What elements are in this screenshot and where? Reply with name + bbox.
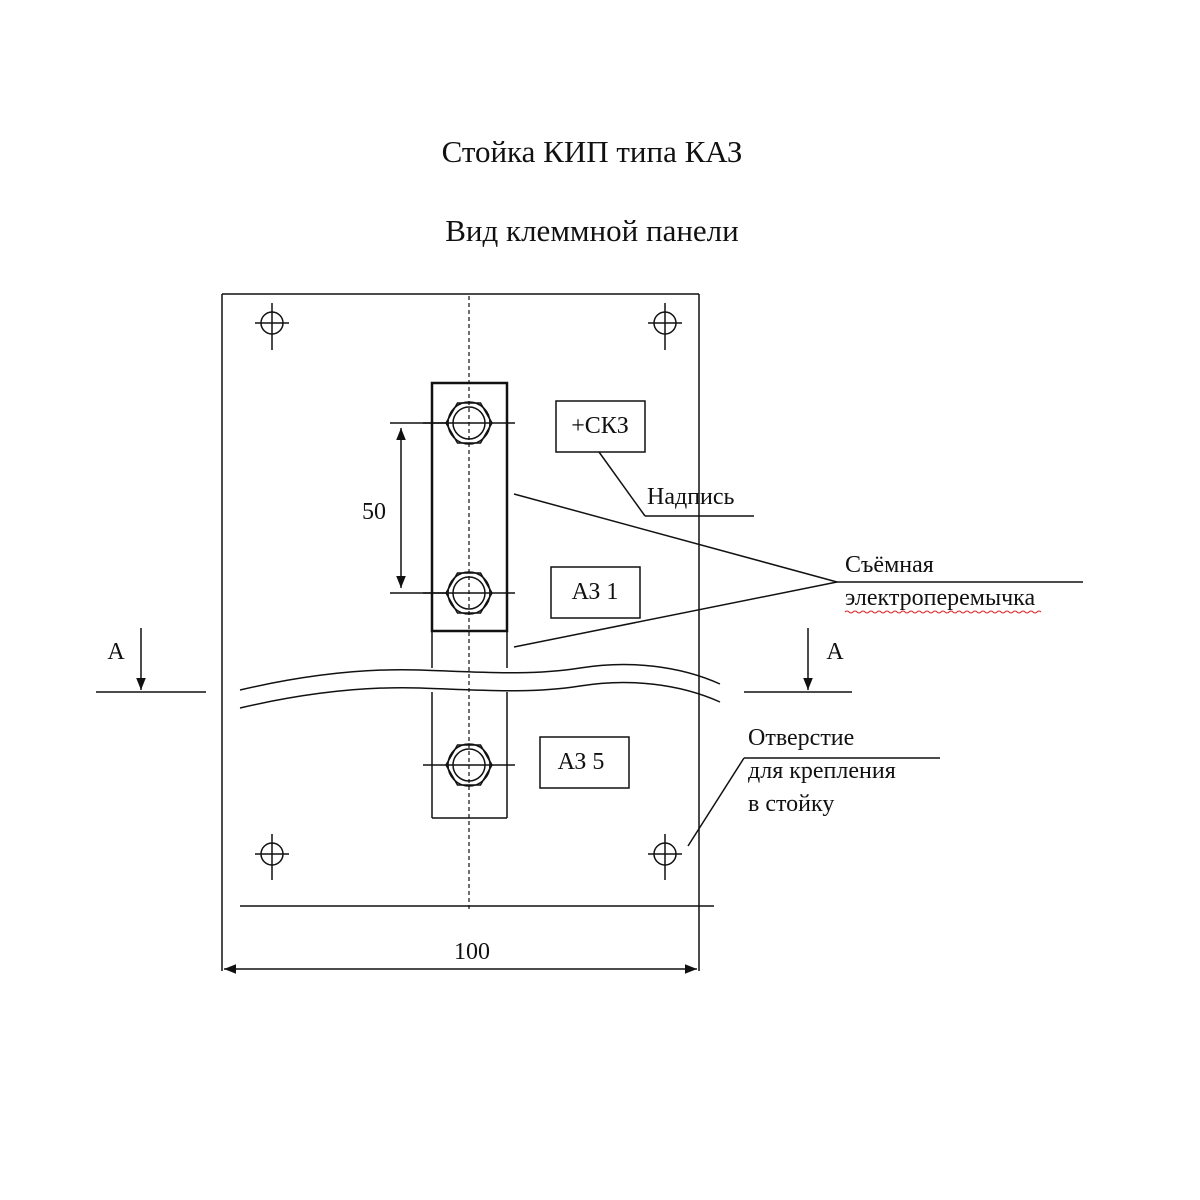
callout-jumper-text-2: электроперемычка (845, 585, 1035, 611)
dimension-width-value: 100 (454, 939, 490, 965)
callout-hole-text-1: Отверстие (748, 725, 854, 751)
bolt-nut-az5 (423, 743, 515, 787)
panel-outline (221, 293, 700, 971)
terminal-label-skz: +СКЗ (571, 413, 629, 439)
section-mark-right: А (744, 628, 852, 693)
callout-hole-text-3: в стойку (748, 791, 834, 817)
callout-jumper: Съёмная электроперемычка (513, 493, 1083, 648)
label-box-az1: АЗ 1 (550, 566, 641, 619)
mounting-hole-bottom-right (648, 834, 682, 880)
label-box-skz: +СКЗ (555, 400, 646, 453)
section-letter-left: А (107, 639, 125, 665)
mounting-hole-top-left (255, 303, 289, 350)
terminal-strip-lower (431, 631, 508, 819)
callout-jumper-text-1: Съёмная (845, 552, 934, 578)
callout-inscription: Надпись (598, 451, 754, 517)
mounting-hole-top-right (648, 303, 682, 350)
dimension-spacing-value: 50 (362, 499, 386, 525)
drawing-subtitle: Вид клеммной панели (445, 213, 739, 248)
label-box-az5: АЗ 5 (539, 736, 630, 789)
callout-inscription-text: Надпись (647, 484, 735, 510)
callout-mounting-hole: Отверстие для крепления в стойку (687, 725, 940, 847)
section-mark-left: А (96, 628, 206, 693)
break-lines (239, 663, 721, 709)
dimension-width: 100 (224, 905, 714, 974)
terminal-label-az1: АЗ 1 (572, 579, 619, 605)
section-letter-right: А (826, 639, 844, 665)
drawing-title: Стойка КИП типа КАЗ (442, 134, 743, 169)
dimension-spacing: 50 (362, 422, 446, 594)
mounting-hole-bottom-left (255, 834, 289, 880)
removable-jumper (430, 381, 509, 633)
callout-hole-text-2: для крепления (748, 758, 896, 784)
terminal-label-az5: АЗ 5 (558, 749, 605, 775)
spellcheck-underline (844, 610, 1042, 614)
